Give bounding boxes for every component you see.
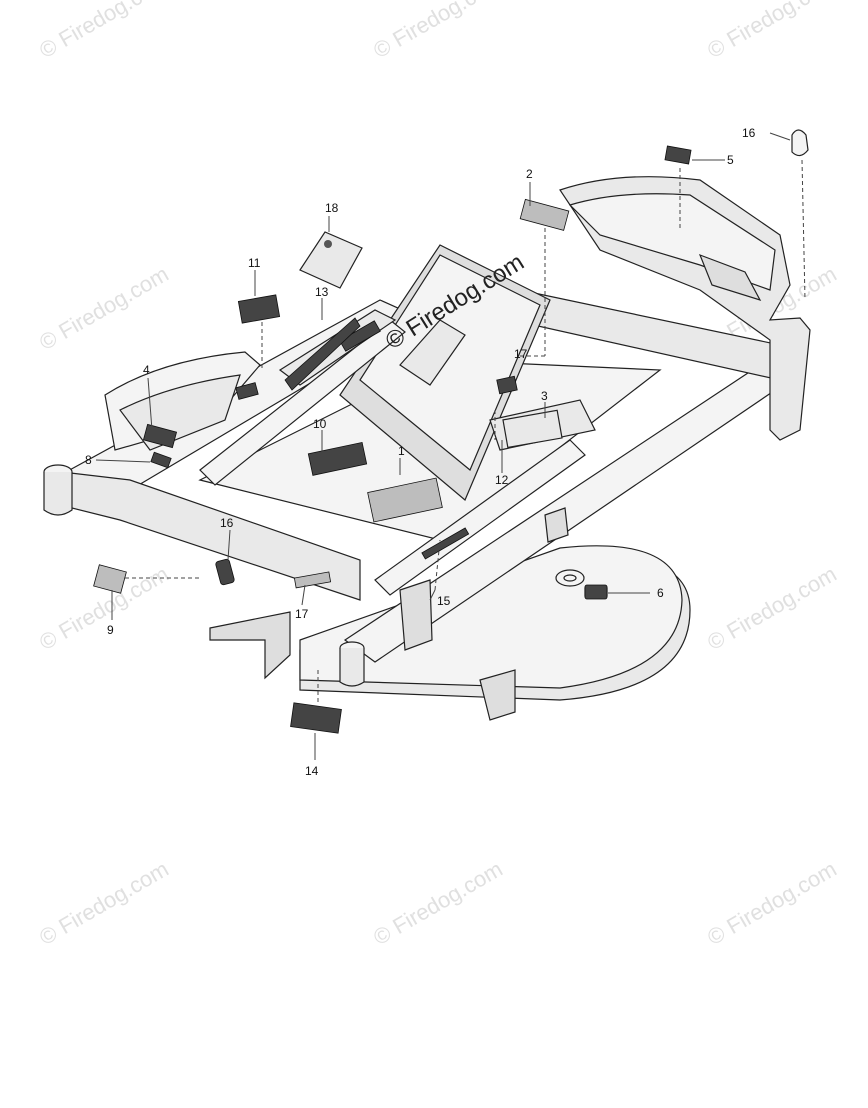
callout-17-top: 17 <box>514 347 528 361</box>
callout-6: 6 <box>657 586 664 600</box>
leader-lines <box>95 132 806 760</box>
callout-12: 12 <box>495 473 509 487</box>
callout-labels: 1 2 3 4 5 6 8 9 10 11 12 13 14 15 16 16 … <box>85 126 756 778</box>
callout-5: 5 <box>727 153 734 167</box>
callout-4: 4 <box>143 363 150 377</box>
callout-10: 10 <box>313 417 327 431</box>
decal-4-part <box>142 423 178 449</box>
callout-11: 11 <box>248 256 261 270</box>
callout-13: 13 <box>315 285 329 299</box>
callout-18: 18 <box>325 201 339 215</box>
callout-1: 1 <box>398 444 405 458</box>
callout-16-right: 16 <box>742 126 756 140</box>
callout-17-bottom: 17 <box>295 607 309 621</box>
decal-5-part <box>664 145 692 165</box>
decal-14-part <box>290 702 342 734</box>
mower-chassis <box>43 176 811 687</box>
callout-16-left: 16 <box>220 516 234 530</box>
decal-13-part <box>284 317 361 391</box>
callout-3: 3 <box>541 389 548 403</box>
callout-9: 9 <box>107 623 114 637</box>
callout-8: 8 <box>85 453 92 467</box>
decal-2-part <box>519 198 570 231</box>
decal-16-part <box>791 129 809 157</box>
decal-9-part <box>93 564 127 594</box>
decal-3-part <box>502 409 563 449</box>
decal-18-part <box>299 231 363 289</box>
exploded-decals <box>93 129 809 734</box>
callout-2: 2 <box>526 167 533 181</box>
callout-15: 15 <box>437 594 451 608</box>
callout-14: 14 <box>305 764 319 778</box>
machine-decals <box>150 320 608 600</box>
decal-11-part <box>237 294 281 324</box>
